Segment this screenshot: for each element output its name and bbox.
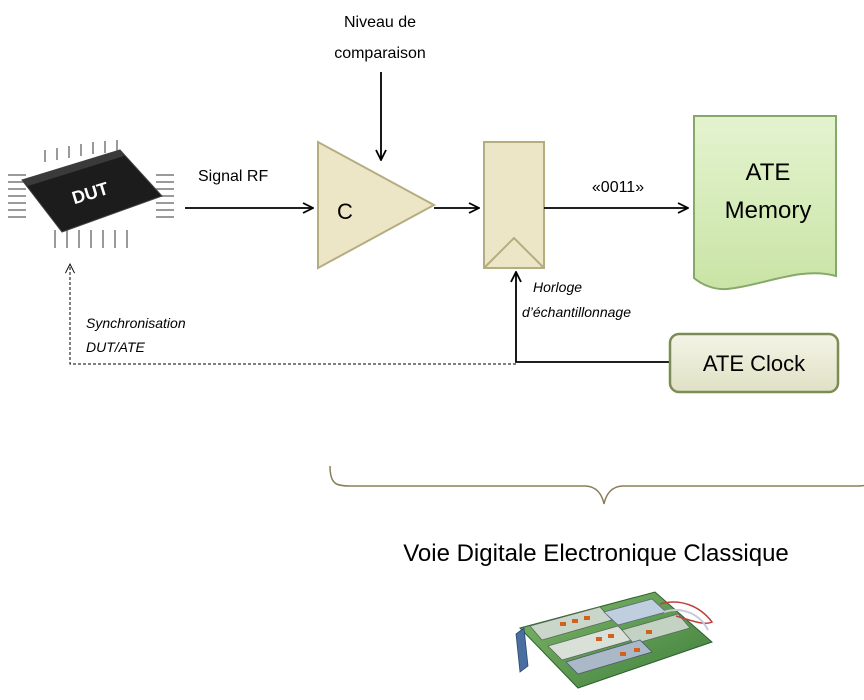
comparison-level-label: Niveau de xyxy=(344,14,416,31)
comparator-label: C xyxy=(337,199,353,224)
ate-clock-label: ATE Clock xyxy=(703,351,806,376)
signal-rf-label: Signal RF xyxy=(198,168,268,185)
sampling-clock-line xyxy=(516,272,670,363)
sync-label: Synchronisation xyxy=(86,315,186,331)
sync-label-line2: DUT/ATE xyxy=(86,339,146,355)
ate-memory-block: ATE Memory xyxy=(693,115,837,291)
ate-memory-label: ATE xyxy=(746,159,791,186)
sampling-clock-label-line2: d’échantillonnage xyxy=(522,304,631,320)
ate-clock-block: ATE Clock xyxy=(668,332,840,394)
ate-memory-label-line2: Memory xyxy=(725,197,812,224)
channel-caption: Voie Digitale Electronique Classique xyxy=(403,540,789,567)
sampling-clock-label: Horloge xyxy=(533,279,582,295)
bit-pattern-label: «0011» xyxy=(592,179,644,196)
sampling-latch xyxy=(483,141,545,269)
dut-chip-icon: DUT xyxy=(8,140,174,248)
comparator: C xyxy=(317,140,437,270)
tester-board-icon xyxy=(515,591,714,689)
grouping-brace xyxy=(329,465,864,505)
comparison-level-label-line2: comparaison xyxy=(334,45,426,62)
sync-dashed-line xyxy=(70,264,516,365)
